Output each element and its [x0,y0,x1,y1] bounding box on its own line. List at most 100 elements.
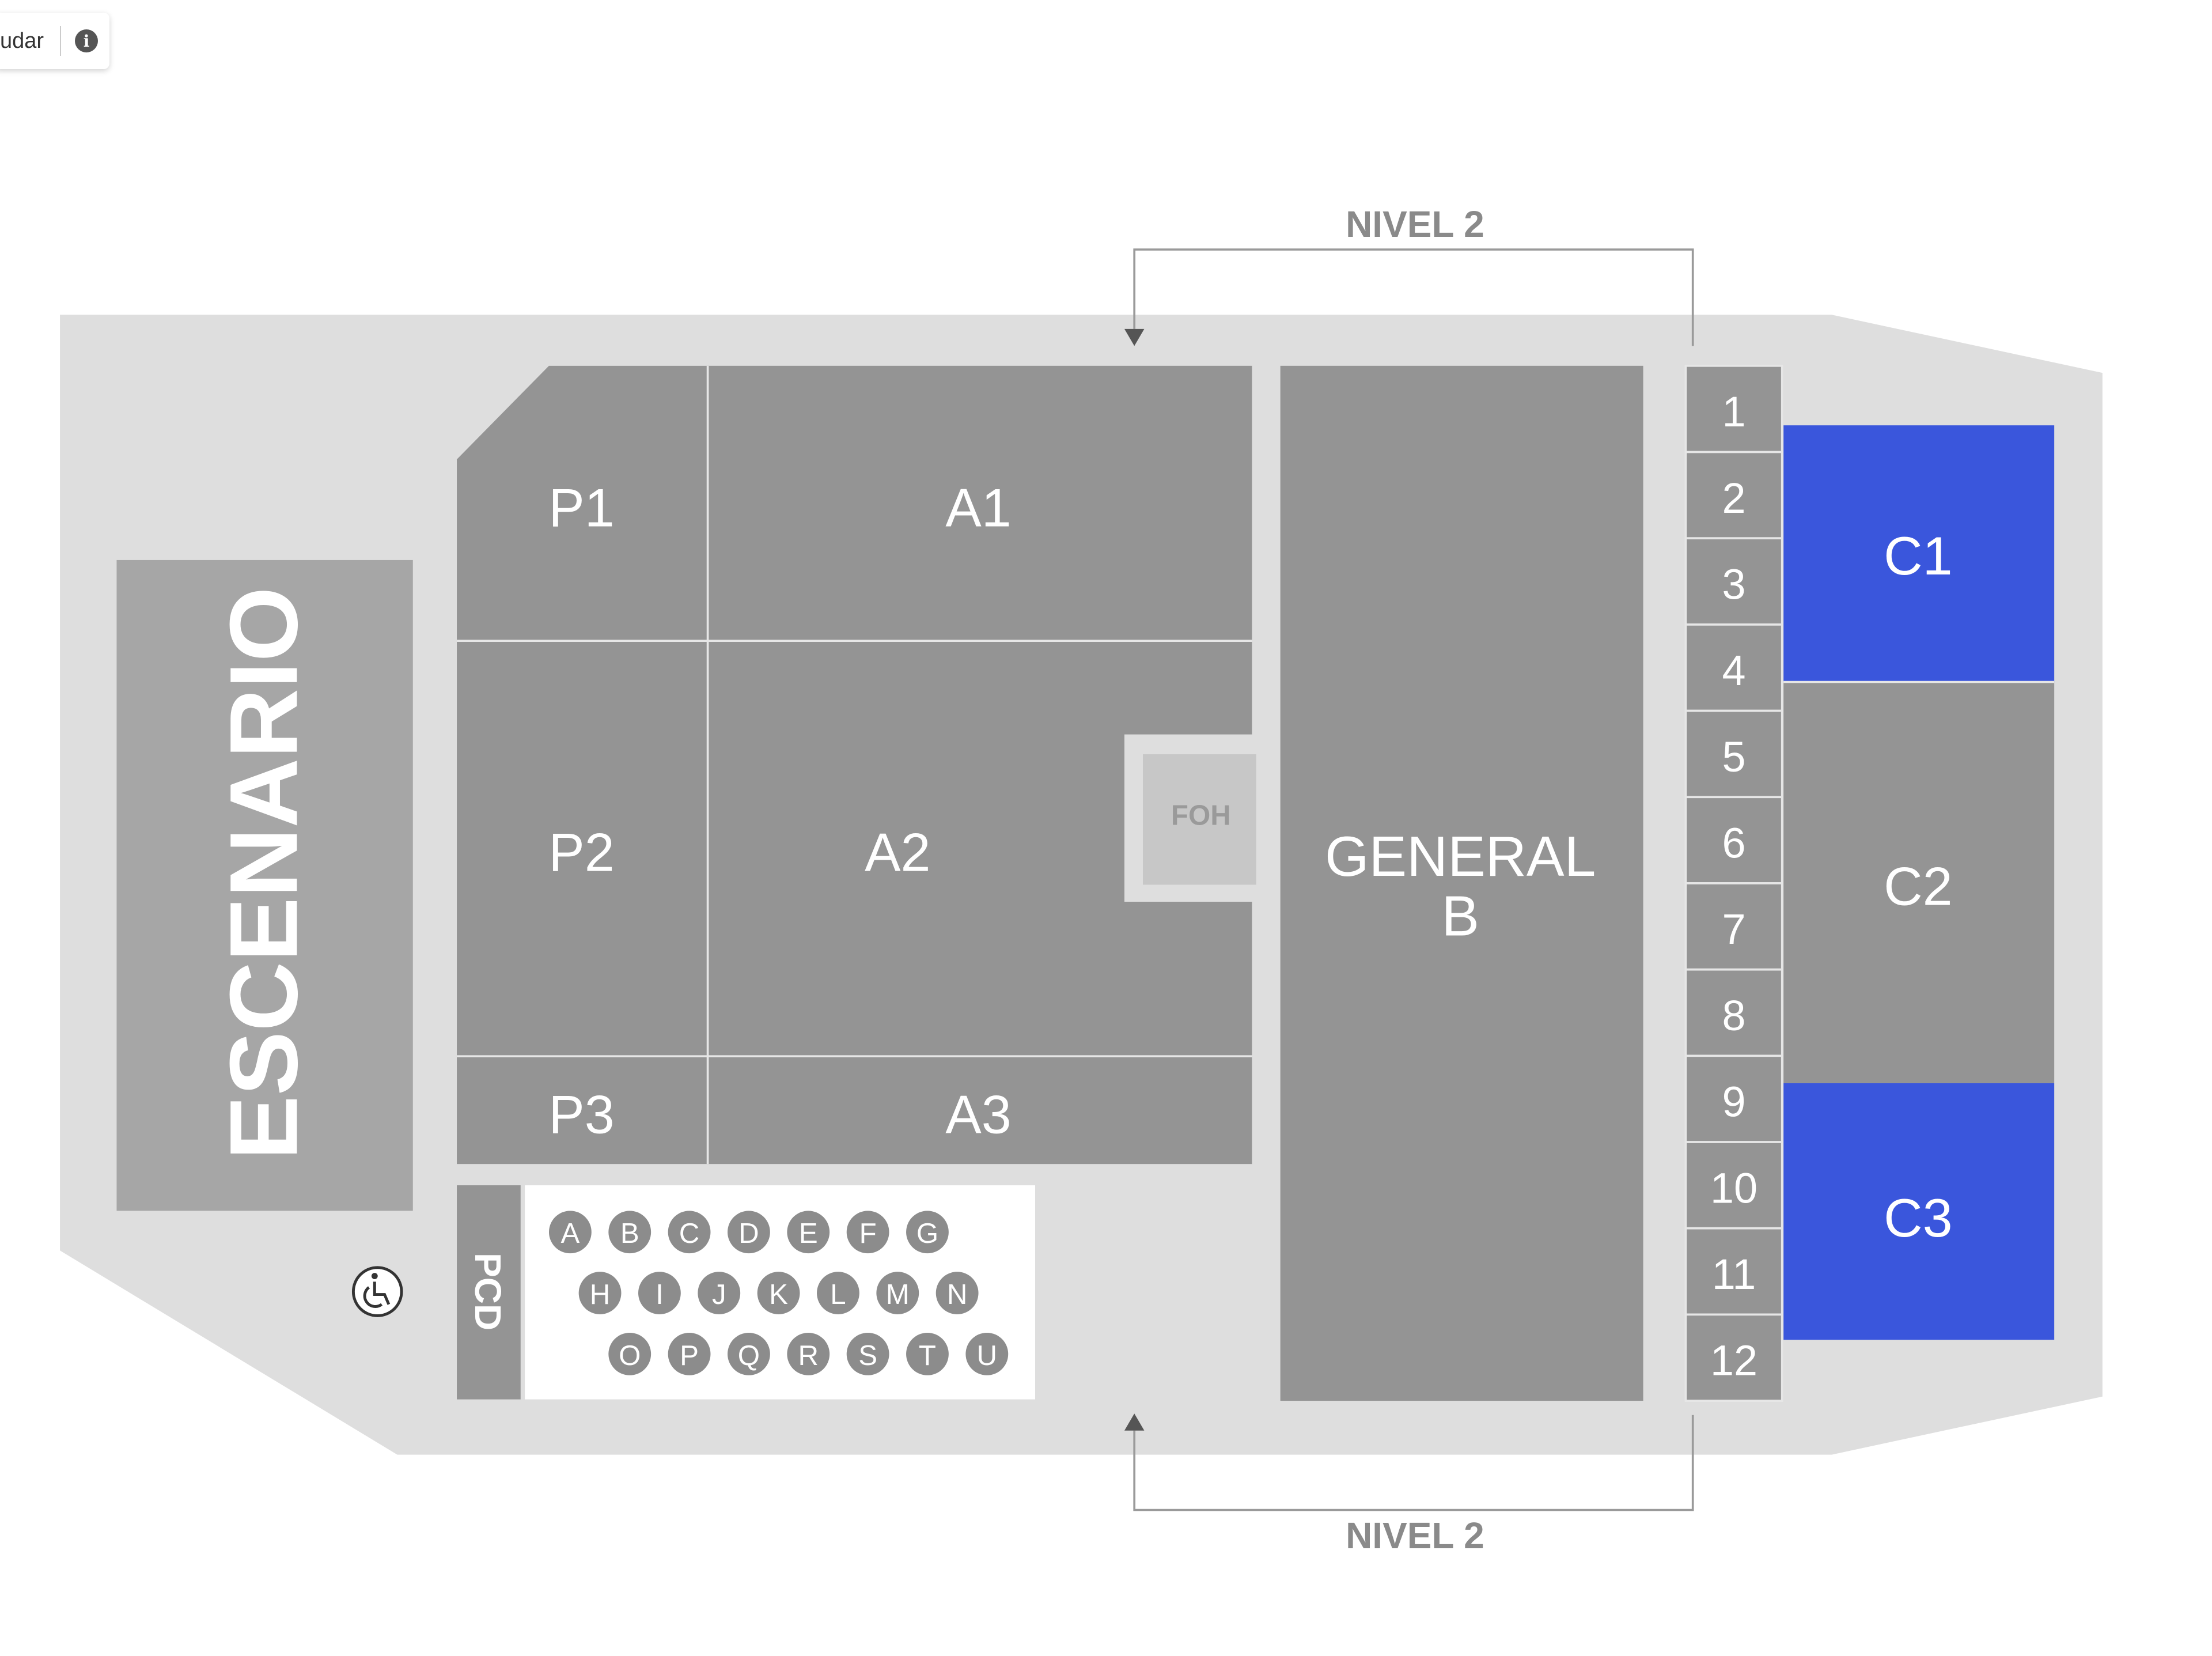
section-a2-label: A2 [865,822,930,882]
pcd-seat-label: Q [738,1340,760,1371]
stage [116,559,413,1211]
section-p1-label: P1 [548,477,614,538]
row-11[interactable]: 11 [1684,1227,1783,1316]
pcd-seat-T[interactable]: T [906,1332,949,1375]
row-number-label: 12 [1710,1337,1758,1385]
row-number-label: 11 [1712,1250,1756,1298]
section-pcd[interactable]: PCD [457,1185,521,1400]
pcd-seat-label: P [680,1340,699,1371]
pcd-seat-G[interactable]: G [906,1211,949,1254]
section-dividers [457,365,1252,1165]
pcd-seat-label: I [656,1279,664,1310]
nivel-bottom-label: NIVEL 2 [1346,1515,1484,1556]
wheelchair-icon [351,1266,403,1317]
row-9[interactable]: 9 [1684,1054,1783,1143]
pcd-seat-S[interactable]: S [846,1332,889,1375]
row-number-label: 10 [1710,1164,1758,1212]
section-p3[interactable]: P3 [457,1056,708,1165]
toolbar-pill: udar i [0,13,109,69]
section-a1[interactable]: A1 [707,365,1252,641]
row-10[interactable]: 10 [1684,1141,1783,1230]
pcd-seat-H[interactable]: H [578,1272,622,1314]
toolbar-label[interactable]: udar [0,28,44,53]
section-c2[interactable]: C2 [1783,682,2055,1083]
pcd-seat-M[interactable]: M [876,1272,919,1314]
pcd-seat-label: N [947,1279,968,1310]
section-c1[interactable]: C1 [1783,425,2055,682]
pcd-seat-K[interactable]: K [757,1272,800,1314]
pcd-seat-U[interactable]: U [965,1332,1009,1375]
pcd-seat-label: E [799,1218,818,1249]
nivel-top-label: NIVEL 2 [1346,203,1484,245]
pcd-seat-label: A [560,1218,579,1249]
section-p2-label: P2 [548,822,614,882]
nivel-bottom-bracket [1133,1415,1694,1511]
general-label-line1: GENERAL [1325,825,1596,888]
section-p1[interactable]: P1 [457,365,708,641]
general-label-line2: B [1441,884,1479,948]
pcd-seat-C[interactable]: C [668,1211,711,1254]
pcd-seat-label: T [919,1340,936,1371]
row-1[interactable]: 1 [1684,364,1783,453]
pcd-seat-label: K [769,1279,788,1310]
foh-label: FOH [1171,799,1231,831]
row-4[interactable]: 4 [1684,623,1783,712]
section-c3[interactable]: C3 [1783,1083,2055,1340]
nivel-top-bracket [1133,248,1694,346]
row-12[interactable]: 12 [1684,1313,1783,1402]
row-2[interactable]: 2 [1684,451,1783,540]
pcd-seat-label: D [738,1218,759,1249]
pcd-seat-R[interactable]: R [787,1332,830,1375]
row-5[interactable]: 5 [1684,709,1783,799]
row-7[interactable]: 7 [1684,882,1783,971]
pcd-seat-O[interactable]: O [608,1332,652,1375]
arrow-down-icon [1124,328,1145,346]
pcd-seat-I[interactable]: I [638,1272,681,1314]
section-a1-label: A1 [945,477,1011,538]
section-general-b[interactable]: GENERAL B [1280,365,1643,1401]
toolbar-divider [60,26,62,56]
pcd-seat-label: B [620,1218,639,1249]
row-number-label: 2 [1722,474,1746,522]
pcd-seat-P[interactable]: P [668,1332,711,1375]
row-6[interactable]: 6 [1684,796,1783,884]
section-c1-label: C1 [1884,525,1953,586]
pcd-seat-B[interactable]: B [608,1211,652,1254]
row-number-label: 6 [1722,819,1746,867]
row-3[interactable]: 3 [1684,537,1783,626]
section-a3-label: A3 [945,1084,1011,1145]
pcd-seat-label: O [619,1340,641,1371]
section-p2[interactable]: P2 [457,641,708,1057]
foh-booth [1142,754,1256,885]
pcd-seat-D[interactable]: D [728,1211,770,1254]
pcd-seat-N[interactable]: N [935,1272,979,1314]
pcd-seat-label: C [679,1218,700,1249]
row-8[interactable]: 8 [1684,968,1783,1057]
pcd-seat-F[interactable]: F [846,1211,889,1254]
section-c2-label: C2 [1884,856,1953,916]
pcd-seat-label: S [858,1340,877,1371]
pcd-seat-label: U [977,1340,998,1371]
pcd-seat-label: H [590,1279,611,1310]
pcd-seat-J[interactable]: J [698,1272,741,1314]
stage-label: ESCENARIO [210,587,317,1160]
section-a3[interactable]: A3 [707,1056,1252,1165]
pcd-label: PCD [467,1253,509,1330]
pcd-seat-Q[interactable]: Q [728,1332,770,1375]
arrow-up-icon [1124,1413,1145,1431]
row-number-label: 1 [1722,388,1746,436]
pcd-seat-label: J [712,1279,726,1310]
row-number-label: 9 [1722,1078,1746,1126]
pcd-seat-label: R [798,1340,819,1371]
pcd-seat-label: M [886,1279,910,1310]
pcd-seat-A[interactable]: A [548,1211,592,1254]
row-number-label: 7 [1722,905,1746,953]
row-number-label: 3 [1722,560,1746,608]
pcd-seat-E[interactable]: E [787,1211,830,1254]
row-number-label: 5 [1722,733,1746,781]
info-icon[interactable]: i [75,29,99,52]
pcd-seat-L[interactable]: L [817,1272,859,1314]
pcd-seat-label: F [859,1218,877,1249]
